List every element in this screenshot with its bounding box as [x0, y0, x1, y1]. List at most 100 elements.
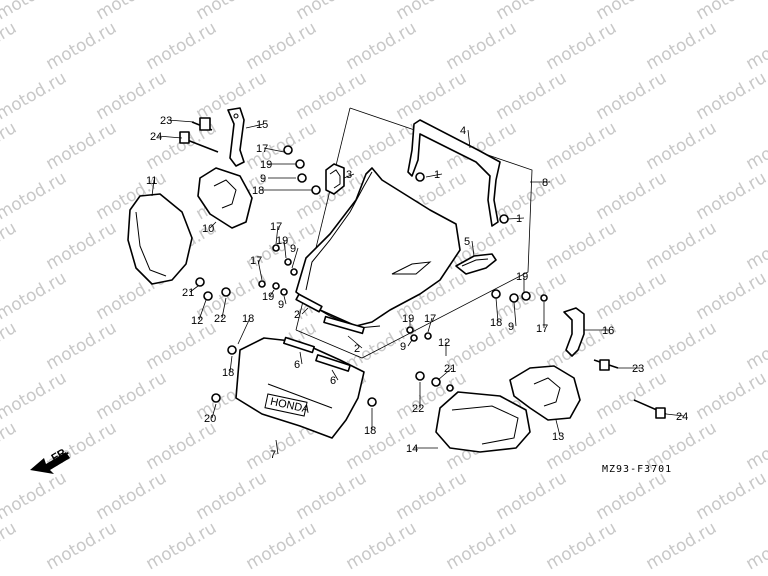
callout-label-c13: 13 — [552, 431, 564, 443]
watermark-text: motod.ru — [643, 118, 721, 174]
callout-leader-c7 — [275, 439, 279, 455]
watermark-text: motod.ru — [593, 68, 671, 124]
watermark-text: motod.ru — [0, 268, 70, 324]
front-cover-emblem-frame — [264, 393, 308, 417]
callout-leader-c20 — [211, 403, 217, 419]
watermark-text: motod.ru — [543, 518, 621, 574]
callout-label-c2a: 2 — [294, 309, 300, 321]
callout-label-c23a: 23 — [160, 115, 172, 127]
grommet-18-b — [227, 345, 237, 355]
callout-label-c22b: 22 — [412, 403, 424, 415]
watermark-text: motod.ru — [43, 318, 121, 374]
watermark-text: motod.ru — [143, 318, 221, 374]
watermark-text: motod.ru — [43, 118, 121, 174]
mirror-base-right-detail — [533, 377, 561, 407]
washer-19-d — [521, 291, 531, 301]
watermark-text: motod.ru — [0, 218, 20, 274]
callout-leader-c11 — [151, 179, 155, 197]
callout-leader-c1b — [507, 217, 525, 220]
watermark-text: motod.ru — [593, 468, 671, 524]
watermark-text: motod.ru — [0, 368, 70, 424]
callout-leader-c2a — [301, 307, 309, 315]
washer-17-c — [258, 280, 266, 288]
callout-label-c21b: 21 — [444, 363, 456, 375]
callout-label-c8: 8 — [542, 177, 548, 189]
watermark-text: motod.ru — [0, 518, 20, 574]
washer-9-d — [509, 293, 519, 303]
watermark-text: motod.ru — [0, 168, 70, 224]
watermark-text: motod.ru — [0, 18, 20, 74]
watermark-text: motod.ru — [193, 468, 271, 524]
callout-label-c15: 15 — [256, 119, 268, 131]
grommet-18-a — [311, 185, 321, 195]
callout-leader-c21a — [189, 285, 199, 293]
watermark-text: motod.ru — [743, 218, 768, 274]
callout-leader-c3 — [343, 173, 355, 179]
watermark-text: motod.ru — [493, 268, 571, 324]
callout-label-c19c: 19 — [262, 291, 274, 303]
watermark-text: motod.ru — [693, 168, 768, 224]
bolt-23-left-head — [199, 117, 211, 131]
bolt-23-right-head — [599, 359, 610, 371]
watermark-text: motod.ru — [643, 318, 721, 374]
watermark-text: motod.ru — [743, 418, 768, 474]
callout-leader-c15 — [245, 123, 265, 129]
cover-trim-strip-right — [315, 354, 351, 372]
cover-trim-strip-left — [283, 336, 315, 354]
callout-label-c18d: 18 — [490, 317, 502, 329]
watermark-text: motod.ru — [543, 118, 621, 174]
bolt-24-right-head — [655, 407, 666, 419]
callout-label-c7: 7 — [270, 449, 276, 461]
mirror-base-right — [509, 365, 581, 421]
watermark-text: motod.ru — [93, 468, 171, 524]
callout-label-c19d: 19 — [516, 271, 528, 283]
callout-label-c18a: 18 — [252, 185, 264, 197]
callout-leader-c19c — [269, 289, 275, 297]
callout-label-c17a: 17 — [256, 143, 268, 155]
callout-label-c6a: 6 — [294, 359, 300, 371]
watermark-text: motod.ru — [693, 468, 768, 524]
grommet-left-inner — [329, 169, 341, 189]
front-direction-arrow — [30, 452, 70, 474]
callout-leader-c9c — [283, 295, 287, 305]
well-nut-1a — [415, 172, 425, 182]
callout-label-c17c: 17 — [250, 255, 262, 267]
washer-9-e — [410, 334, 418, 342]
windscreen-trim-strip — [407, 119, 501, 227]
well-nut-1b — [499, 214, 509, 224]
bolt-24-left-head — [179, 131, 190, 144]
nut-22-left — [221, 287, 231, 297]
callout-label-c16: 16 — [602, 325, 614, 337]
callout-label-c9c: 9 — [278, 299, 284, 311]
callout-label-c23b: 23 — [632, 363, 644, 375]
watermark-text: motod.ru — [743, 318, 768, 374]
callout-label-c12b: 12 — [438, 337, 450, 349]
callout-leader-c18d — [495, 297, 499, 323]
callout-leader-c2b — [347, 335, 363, 349]
callout-leader-c5 — [471, 240, 475, 257]
watermark-text: motod.ru — [443, 518, 521, 574]
mirror-bracket-left — [227, 107, 245, 167]
watermark-text: motod.ru — [493, 468, 571, 524]
washer-9-b — [290, 268, 298, 276]
grommet-18-c — [367, 397, 377, 407]
grommet-right-inner — [461, 258, 489, 267]
callout-label-c17d: 17 — [536, 323, 548, 335]
washer-17-a — [283, 145, 293, 155]
watermark-text: motod.ru — [0, 418, 20, 474]
watermark-text: motod.ru — [0, 118, 20, 174]
callout-leader-c21b — [437, 367, 453, 381]
front-cover-lower-lip — [267, 383, 333, 409]
washer-17-b — [272, 244, 280, 252]
callout-label-c18c: 18 — [222, 367, 234, 379]
nut-12-right — [446, 384, 454, 392]
callout-leader-c24a — [157, 135, 183, 139]
drawing-code: MZ93-F3701 — [602, 464, 672, 475]
callout-label-c11: 11 — [146, 175, 157, 187]
callout-label-c22a: 22 — [214, 313, 226, 325]
watermark-text: motod.ru — [393, 68, 471, 124]
callout-leader-c24b — [665, 413, 685, 417]
watermark-text: motod.ru — [0, 468, 70, 524]
callout-label-c14: 14 — [406, 443, 418, 455]
watermark-text: motod.ru — [43, 18, 121, 74]
